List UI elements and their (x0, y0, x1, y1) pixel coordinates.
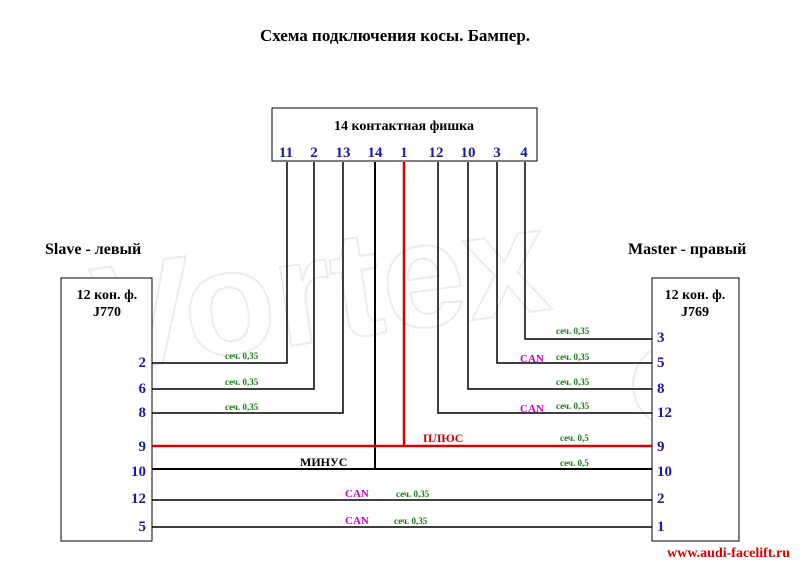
wire-12-to-right-12 (437, 162, 652, 414)
wire-3-to-right-5 (496, 162, 652, 364)
master-pin: 9 (657, 439, 665, 455)
can-labels: CAN CAN CAN CAN (345, 353, 544, 527)
wire-11-to-left-2 (152, 162, 288, 364)
section-label: сеч. 0,35 (225, 351, 259, 361)
connector-pin: 11 (279, 145, 293, 161)
wire-4-to-right-3 (524, 162, 652, 340)
wire-2-to-left-6 (152, 162, 315, 390)
minus-label: МИНУС (300, 455, 347, 469)
diagram-title: Схема подключения косы. Бампер. (260, 26, 530, 45)
section-label: сеч. 0,35 (396, 489, 430, 499)
slave-pin: 12 (131, 491, 146, 507)
master-pins: 3 5 8 12 9 10 2 1 (657, 330, 672, 535)
slave-pin: 2 (139, 355, 147, 371)
connector-label: 14 контактная фишка (334, 119, 474, 134)
section-label: сеч. 0,5 (560, 458, 589, 468)
section-label: сеч. 0,35 (225, 377, 259, 387)
slave-box (60, 277, 153, 542)
connector-pin: 13 (336, 145, 351, 161)
master-pin: 10 (657, 464, 672, 480)
master-box (651, 277, 740, 542)
site-url: www.audi-facelift.ru (667, 546, 790, 561)
connector-pin: 2 (310, 145, 318, 161)
wires (152, 162, 652, 528)
master-heading: Master - правый (628, 241, 746, 258)
master-box-label: 12 кон. ф. (665, 288, 726, 303)
connector-pins: 11 2 13 14 1 12 10 3 4 (279, 145, 528, 161)
slave-pin: 5 (139, 519, 147, 535)
master-pin: 8 (657, 381, 665, 397)
slave-heading: Slave - левый (45, 241, 141, 258)
master-pin: 12 (657, 405, 672, 421)
connector-pin: 10 (461, 145, 476, 161)
section-label: сеч. 0,35 (556, 352, 590, 362)
slave-box-id: J770 (93, 305, 121, 320)
slave-pin: 9 (139, 439, 147, 455)
can-label: CAN (345, 488, 369, 500)
watermark: Vortex (83, 174, 558, 404)
section-label: сеч. 0,35 (556, 401, 590, 411)
connector-pin: 14 (368, 145, 384, 161)
section-label: сеч. 0,35 (556, 326, 590, 336)
master-pin: 1 (657, 519, 665, 535)
slave-pin: 10 (131, 464, 146, 480)
slave-pins: 2 6 8 9 10 12 5 (131, 355, 147, 535)
connector-pin: 1 (400, 145, 408, 161)
section-labels: сеч. 0,35 сеч. 0,35 сеч. 0,35 сеч. 0,35 … (225, 326, 590, 526)
section-label: сеч. 0,35 (556, 377, 590, 387)
plus-label: ПЛЮС (423, 431, 463, 445)
can-label: CAN (520, 403, 544, 415)
section-label: сеч. 0,35 (225, 402, 259, 412)
section-label: сеч. 0,5 (560, 433, 589, 443)
slave-pin: 8 (139, 405, 147, 421)
wire-13-to-left-8 (152, 162, 344, 414)
can-label: CAN (520, 353, 544, 365)
section-label: сеч. 0,35 (394, 516, 428, 526)
master-pin: 5 (657, 355, 665, 371)
can-label: CAN (345, 515, 369, 527)
connector-pin: 4 (520, 145, 528, 161)
connector-box (271, 107, 538, 162)
connector-pin: 3 (493, 145, 501, 161)
slave-box-label: 12 кон. ф. (77, 288, 138, 303)
wire-10-to-right-8 (467, 162, 652, 390)
master-pin: 3 (657, 330, 665, 346)
master-pin: 2 (657, 491, 665, 507)
master-box-id: J769 (681, 305, 709, 320)
slave-pin: 6 (139, 381, 147, 397)
connector-pin: 12 (429, 145, 444, 161)
